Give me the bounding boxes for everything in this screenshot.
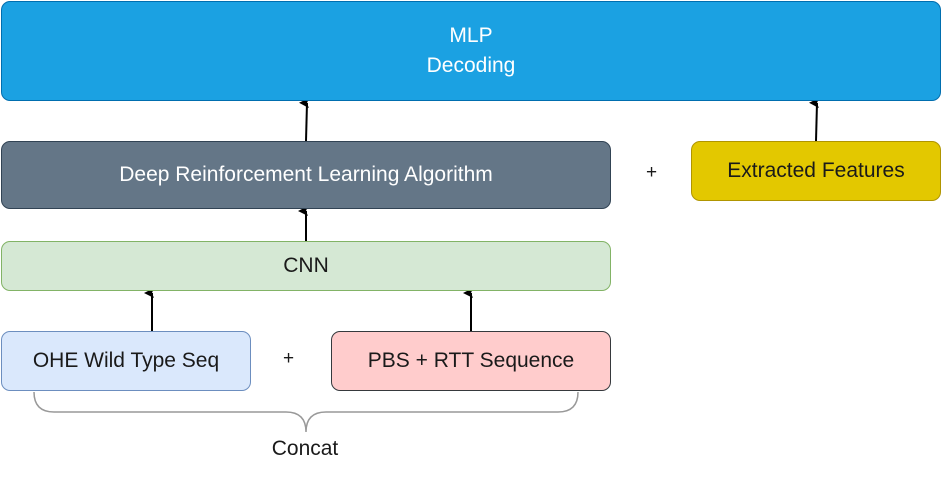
extracted-features-box: Extracted Features [691,141,941,201]
mlp-label: MLP [449,24,493,47]
mlp-decoding-box: MLP Decoding [1,1,941,101]
plus-operator-features: + [646,162,658,183]
pbs-rtt-sequence-box: PBS + RTT Sequence [331,331,611,391]
pbs-label: PBS + RTT Sequence [367,349,575,372]
arrow-drl-to-mlp [299,98,310,142]
extracted-features-label: Extracted Features [727,159,905,182]
concat-brace [33,391,579,433]
plus-operator-inputs: + [283,348,295,369]
decoding-label: Decoding [426,54,516,77]
ohe-label: OHE Wild Type Seq [32,349,220,372]
drl-algorithm-box: Deep Reinforcement Learning Algorithm [1,141,611,209]
cnn-label: CNN [283,254,329,277]
ohe-wild-type-seq-box: OHE Wild Type Seq [1,331,251,391]
cnn-box: CNN [1,241,611,291]
arrow-features-to-mlp [809,98,820,142]
drl-label: Deep Reinforcement Learning Algorithm [119,163,493,186]
concat-label: Concat [271,437,339,460]
